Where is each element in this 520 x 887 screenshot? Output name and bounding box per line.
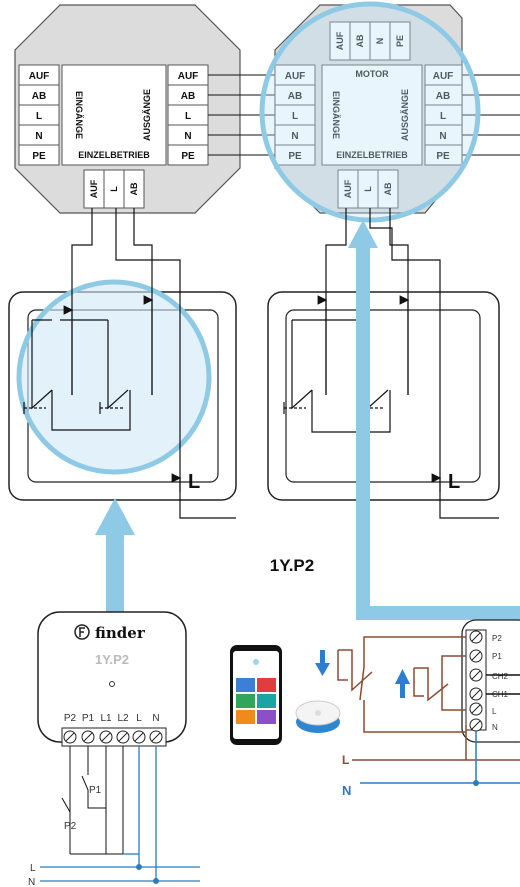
mode-label: EINZELBETRIEB (336, 150, 408, 160)
bottom-switch-terminals: AUF L AB (337, 169, 399, 209)
terminal-label: PE (32, 151, 46, 162)
terminal-label: PE (181, 151, 195, 162)
wireless-remote-icon (295, 700, 341, 733)
module-supply-wiring (40, 746, 200, 882)
line-label: L (448, 471, 460, 493)
terminal-label: L (440, 111, 446, 122)
junction-dot (136, 864, 142, 870)
terminal-label: N (35, 131, 42, 142)
terminal-label: AUF (285, 71, 306, 82)
terminal-label: N (184, 131, 191, 142)
arrow-down-icon (315, 650, 330, 676)
terminal-label: PE (436, 151, 450, 162)
shutter-controller-left: AUF AB L N PE AUF AB L N PE EINGÄNGE AUS… (14, 4, 241, 214)
wall-switch-right (267, 291, 500, 501)
line-l-label: L (30, 863, 36, 874)
switch-wiring-right (283, 208, 499, 519)
left-input-terminals: AUF AB L N PE (274, 64, 316, 166)
status-led-icon (109, 681, 115, 687)
terminal-label: L (492, 707, 497, 716)
brown-pushbutton-wiring (337, 636, 520, 761)
terminal-label: AUF (178, 71, 199, 82)
terminal-label: L (36, 111, 42, 122)
terminal-label: L2 (117, 713, 129, 724)
terminal-label: AUF (29, 71, 50, 82)
module-side-right: P2 P1 CH2 CH1 L N (461, 619, 520, 743)
pointer-arrow-right (348, 220, 520, 620)
terminal-label: P2 (64, 713, 77, 724)
terminal-label: AB (436, 91, 450, 102)
terminal-label: AB (129, 182, 139, 195)
terminal-label: N (492, 723, 498, 732)
highlight-circle-controller (259, 1, 481, 223)
terminal-label: AB (383, 182, 393, 195)
terminal-label: P2 (492, 634, 502, 643)
terminal-label: CH2 (492, 672, 509, 681)
terminal-label: L (185, 111, 191, 122)
line-n-label: N (28, 877, 35, 887)
finder-logo (74, 624, 90, 640)
terminal-label: N (291, 131, 298, 142)
model-label: 1Y.P2 (95, 652, 129, 667)
mode-label: EINZELBETRIEB (78, 150, 150, 160)
motor-label: MOTOR (355, 69, 389, 79)
inputs-label: EINGÄNGE (74, 91, 84, 139)
pushbutton-p2-label: P2 (64, 821, 77, 832)
outputs-label: AUSGÄNGE (142, 89, 152, 141)
smartphone-app-image (230, 645, 282, 745)
terminal-label: L1 (100, 713, 112, 724)
terminal-label: AUF (433, 71, 454, 82)
right-output-terminals: AUF AB L N PE (167, 64, 209, 166)
outputs-label: AUSGÄNGE (400, 89, 410, 141)
terminal-label: N (152, 713, 159, 724)
line-label: L (188, 471, 200, 493)
inputs-label: EINGÄNGE (331, 91, 341, 139)
shutter-controller-right: AUF AB N PE AUF AB L N PE AUF AB L N PE … (274, 4, 463, 214)
junction-dot (153, 878, 159, 884)
terminal-label: P1 (82, 713, 95, 724)
motor-terminals: AUF AB N PE (329, 21, 411, 61)
terminal-label: PE (395, 35, 405, 47)
junction-dot (473, 780, 479, 786)
module-pushbutton-wiring (61, 746, 124, 855)
bottom-switch-terminals: AUF L AB (83, 169, 145, 209)
terminal-label: L (109, 186, 119, 192)
blue-neutral-wiring (360, 731, 520, 784)
terminal-label: N (375, 38, 385, 45)
bus-n-label: N (342, 783, 351, 798)
arrow-up-icon (395, 669, 410, 698)
highlight-circle-switch (16, 279, 212, 475)
terminal-label: AUF (343, 179, 353, 198)
screw-terminals-icon (61, 727, 167, 747)
pointer-arrow-left (95, 498, 135, 622)
terminal-label: N (439, 131, 446, 142)
terminal-label: AB (355, 34, 365, 47)
right-output-terminals: AUF AB L N PE (424, 64, 463, 166)
terminal-label: AUF (89, 179, 99, 198)
terminal-label: P1 (492, 652, 502, 661)
bus-l-label: L (342, 753, 349, 767)
switch-wiring-left (23, 208, 236, 519)
terminal-label: AB (181, 91, 195, 102)
module-terminal-labels: P2 P1 L1 L2 L N (64, 713, 160, 724)
module-1yp2: finder 1Y.P2 P2 P1 L1 L2 L N (37, 611, 187, 747)
terminal-label: PE (288, 151, 302, 162)
terminal-label: L (292, 111, 298, 122)
left-input-terminals: AUF AB L N PE (18, 64, 60, 166)
brand-name: finder (95, 624, 146, 642)
terminal-label: L (136, 713, 142, 724)
pushbutton-p1-label: P1 (89, 785, 102, 796)
terminal-label: AB (288, 91, 302, 102)
terminal-label: AB (32, 91, 46, 102)
product-caption: 1Y.P2 (270, 556, 314, 575)
terminal-label: L (363, 186, 373, 192)
terminal-label: AUF (335, 31, 345, 50)
